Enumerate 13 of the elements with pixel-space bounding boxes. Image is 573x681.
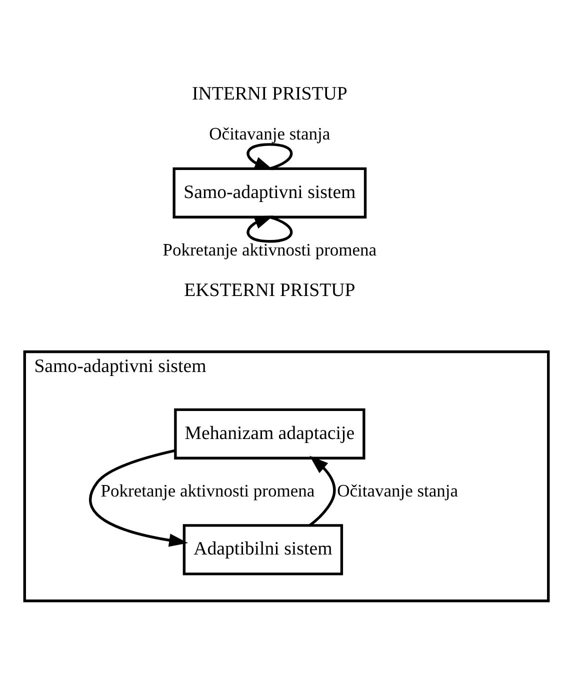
node-box: Mehanizam adaptacije <box>174 408 366 459</box>
edge-label: Očitavanje stanja <box>337 480 458 500</box>
edge-label: Pokretanje aktivnosti promena <box>100 480 315 500</box>
arrow <box>308 455 336 526</box>
edge-label: Očitavanje stanja <box>209 123 330 144</box>
arrow <box>246 142 293 170</box>
label: EKSTERNI PRISTUP <box>184 280 356 301</box>
node-box: Adaptibilni sistem <box>182 524 344 575</box>
arrow <box>246 215 293 242</box>
node-box: Samo-adaptivni sistem <box>172 166 367 218</box>
label: INTERNI PRISTUP <box>192 83 348 104</box>
edge-label: Pokretanje aktivnosti promena <box>162 238 377 259</box>
arrow <box>89 448 188 546</box>
